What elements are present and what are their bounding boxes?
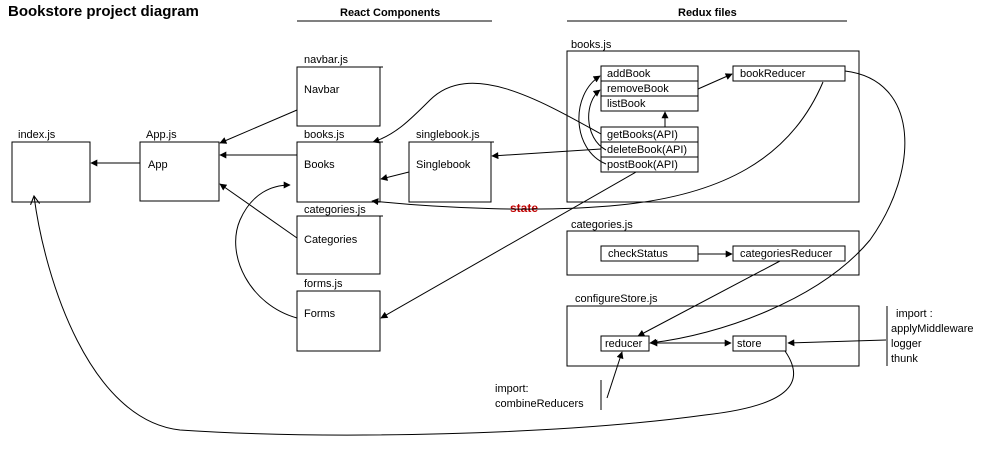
remove-book-action: removeBook bbox=[607, 83, 669, 95]
singlebook-file-label: singlebook.js bbox=[416, 129, 480, 141]
arrow-getbooks-to-books bbox=[372, 82, 602, 144]
redux-books-file-label: books.js bbox=[571, 39, 612, 51]
arrow-categoriesreducer-to-reducer bbox=[637, 260, 781, 337]
book-reducer-box bbox=[732, 65, 846, 82]
redux-categories-box bbox=[566, 230, 860, 276]
reducer-label: reducer bbox=[605, 338, 643, 350]
store-box bbox=[732, 335, 787, 352]
post-book-api-action: postBook(API) bbox=[607, 159, 678, 171]
categories-box bbox=[296, 215, 381, 275]
arrow-categories-to-app bbox=[219, 183, 298, 239]
delete-book-api-action: deleteBook(API) bbox=[607, 144, 687, 156]
forms-box bbox=[296, 290, 381, 352]
arrow-middleware-to-store bbox=[787, 339, 887, 347]
reducer-box bbox=[600, 335, 650, 352]
forms-component-label: Forms bbox=[304, 308, 336, 320]
logger-label: logger bbox=[891, 338, 922, 350]
page-title: Bookstore project diagram bbox=[8, 3, 199, 20]
list-book-action: listBook bbox=[607, 98, 646, 110]
books-file-label: books.js bbox=[304, 129, 345, 141]
state-label: state bbox=[510, 201, 538, 215]
react-components-header: React Components bbox=[340, 7, 440, 19]
check-status-label: checkStatus bbox=[608, 248, 668, 260]
categories-component-label: Categories bbox=[304, 234, 358, 246]
get-books-api-action: getBooks(API) bbox=[607, 129, 678, 141]
categories-reducer-box bbox=[732, 245, 846, 262]
arrow-state-to-books bbox=[371, 81, 824, 210]
redux-books-box bbox=[566, 50, 860, 203]
index-box bbox=[11, 141, 91, 203]
middleware-import-label: import : bbox=[896, 308, 933, 320]
app-component-label: App bbox=[148, 159, 168, 171]
store-label: store bbox=[737, 338, 761, 350]
arrow-combine-to-reducer bbox=[606, 351, 624, 399]
arrow-actions-to-bookreducer bbox=[697, 73, 733, 90]
redux-files-header: Redux files bbox=[678, 7, 737, 19]
arrow-store-to-index bbox=[30, 194, 794, 436]
app-box bbox=[139, 141, 220, 202]
configure-store-box bbox=[566, 305, 860, 367]
book-reducer-label: bookReducer bbox=[740, 68, 806, 80]
navbar-box bbox=[296, 66, 381, 127]
arrow-api-to-addbook bbox=[578, 75, 607, 165]
arrow-api-to-removebook bbox=[588, 89, 607, 151]
apply-middleware-label: applyMiddleware bbox=[891, 323, 974, 335]
combine-reducers-label: combineReducers bbox=[495, 398, 584, 410]
forms-file-label: forms.js bbox=[304, 278, 343, 290]
navbar-file-label: navbar.js bbox=[304, 54, 349, 66]
arrow-bookreducer-to-reducer bbox=[649, 70, 906, 346]
categories-file-label: categories.js bbox=[304, 204, 366, 216]
arrow-deletebook-to-singlebook bbox=[491, 148, 602, 160]
configure-store-file-label: configureStore.js bbox=[575, 293, 658, 305]
books-component-label: Books bbox=[304, 159, 335, 171]
singlebook-component-label: Singlebook bbox=[416, 159, 471, 171]
books-box bbox=[296, 141, 381, 203]
categories-reducer-label: categoriesReducer bbox=[740, 248, 833, 260]
arrow-navbar-to-app bbox=[219, 109, 298, 144]
arrow-singlebook-to-books bbox=[380, 171, 410, 181]
navbar-component-label: Navbar bbox=[304, 84, 340, 96]
index-file-label: index.js bbox=[18, 129, 56, 141]
thunk-label: thunk bbox=[891, 353, 918, 365]
arrow-postbook-to-forms bbox=[380, 171, 637, 319]
arrow-forms-to-books bbox=[235, 181, 298, 319]
singlebook-box bbox=[408, 141, 492, 203]
redux-categories-file-label: categories.js bbox=[571, 219, 633, 231]
app-file-label: App.js bbox=[146, 129, 177, 141]
combine-import-label: import: bbox=[495, 383, 529, 395]
add-book-action: addBook bbox=[607, 68, 651, 80]
